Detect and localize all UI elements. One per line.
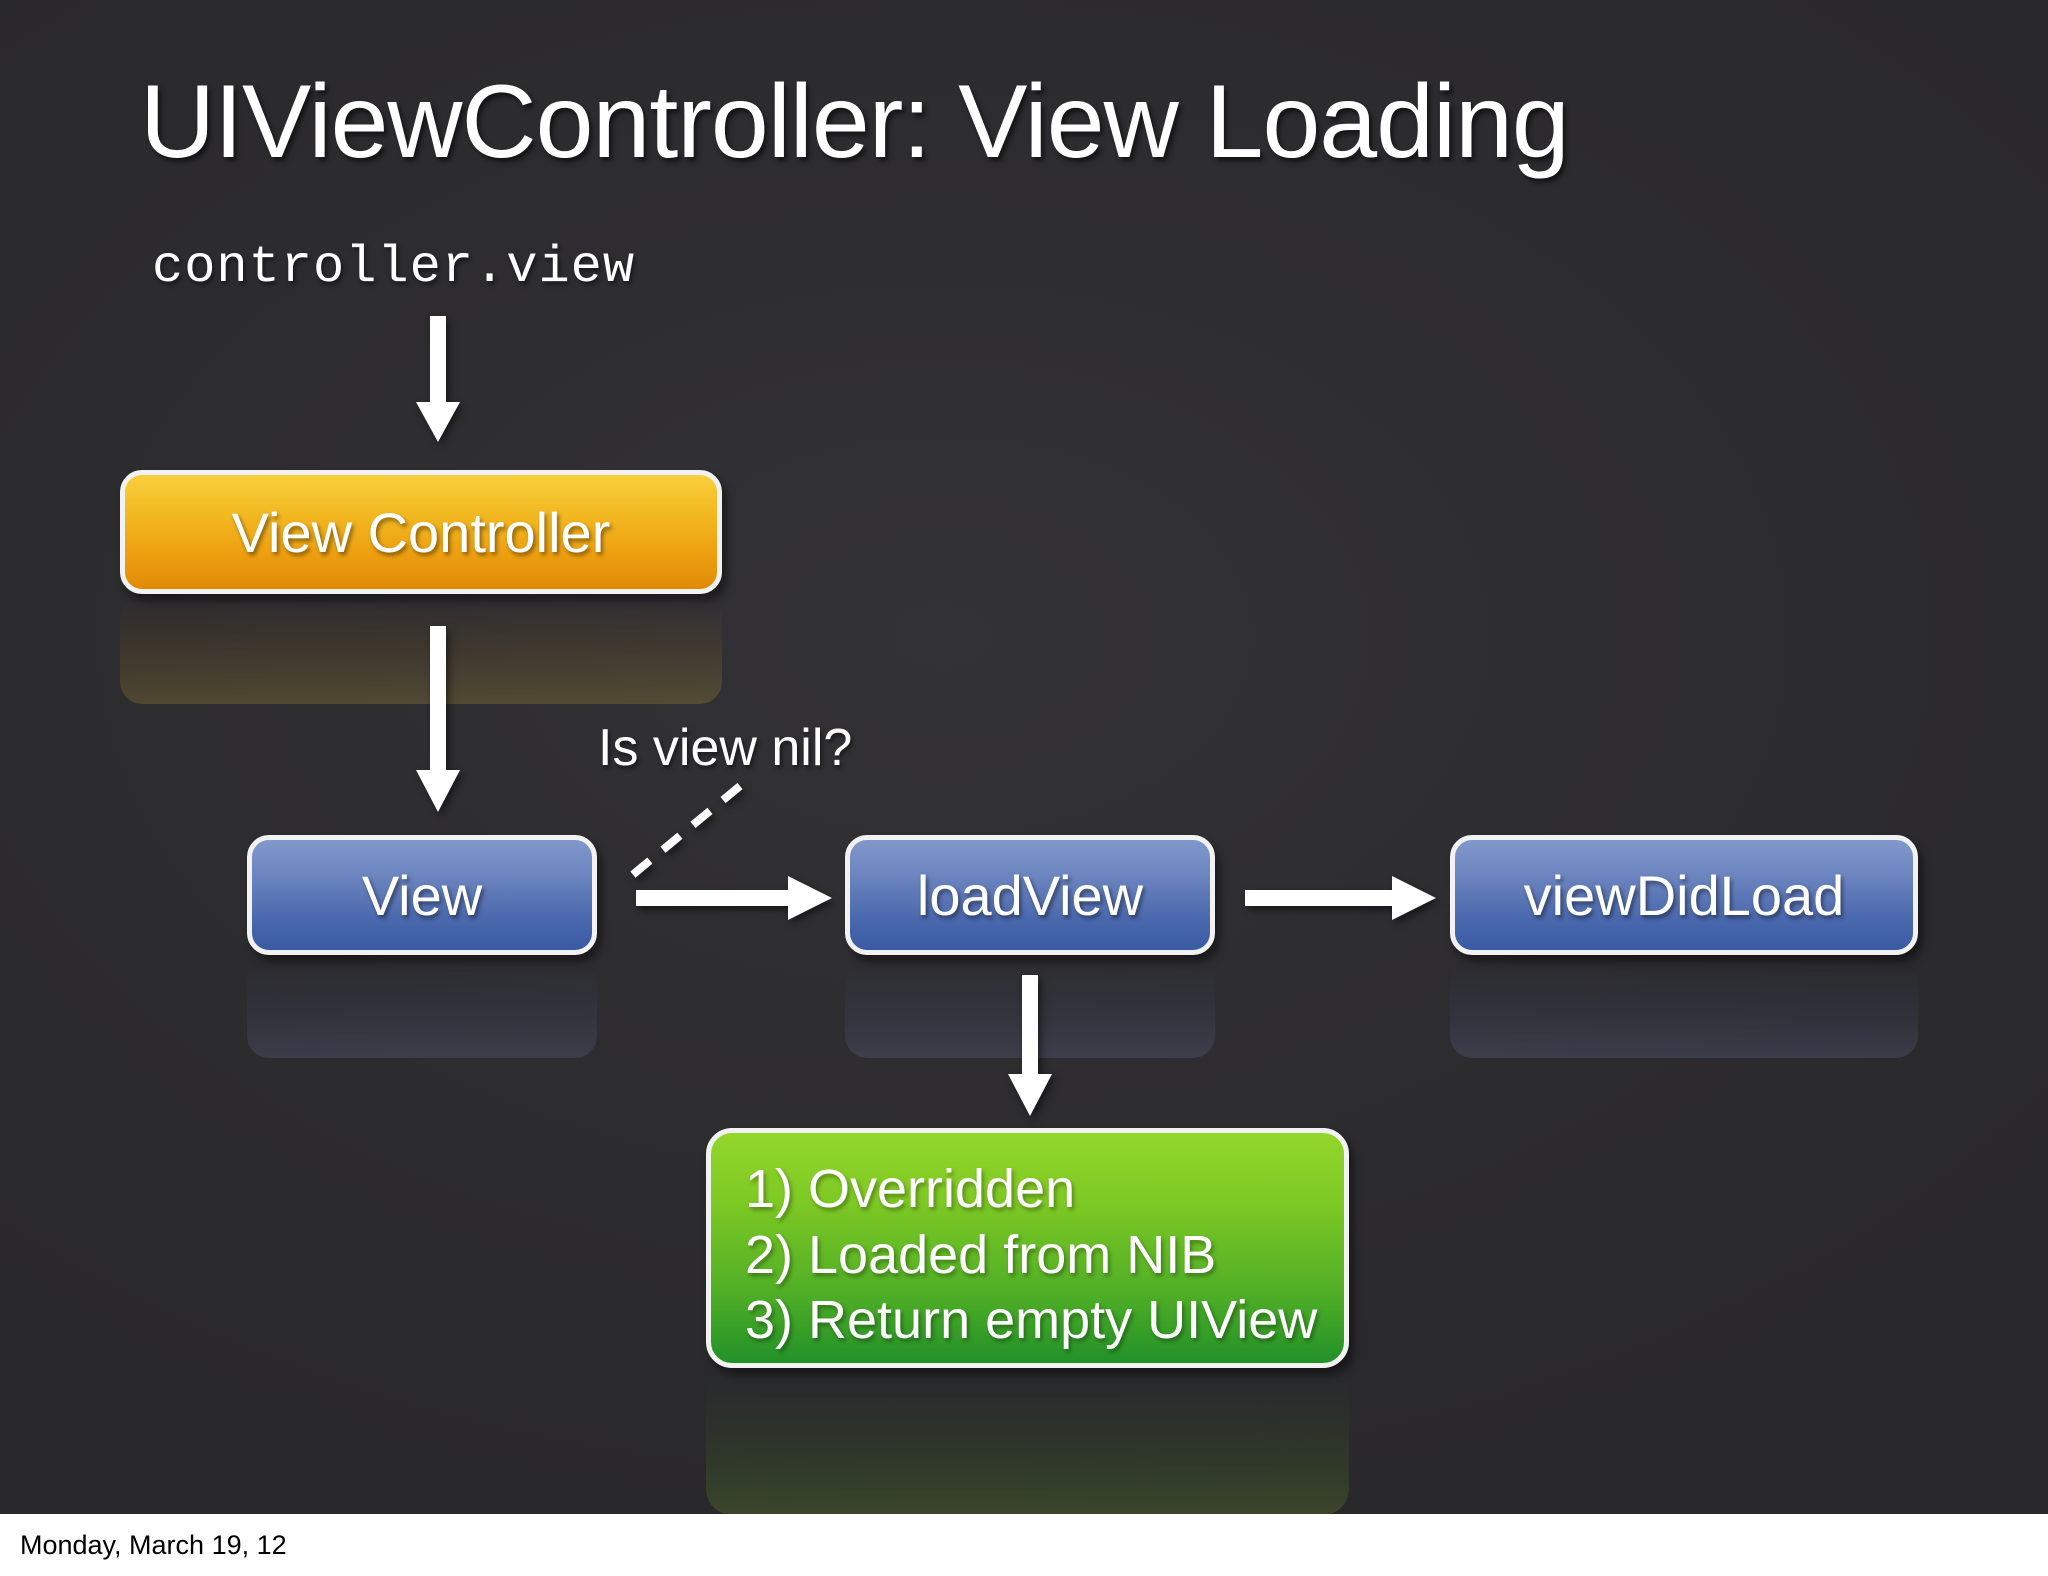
- dashed-leader-line: [614, 778, 754, 890]
- reflection-load-view: [845, 958, 1215, 1058]
- reflection-view: [247, 958, 597, 1058]
- arrow-view-to-loadview: [636, 868, 836, 928]
- footer-date: Monday, March 19, 12: [20, 1530, 287, 1560]
- slide-stage: UIViewController: View Loading controlle…: [0, 0, 2048, 1514]
- slide-footer: Monday, March 19, 12: [0, 1514, 2048, 1576]
- arrow-controllerview-to-viewcontroller: [408, 316, 468, 446]
- annotation-is-view-nil: Is view nil?: [598, 719, 853, 777]
- reflection-view-controller: [120, 596, 722, 704]
- reflection-load-view-options: [706, 1370, 1349, 1514]
- node-view-label: View: [361, 863, 483, 927]
- node-view-controller-label: View Controller: [231, 500, 611, 564]
- arrow-viewcontroller-to-view: [408, 626, 468, 816]
- load-view-options-list: 1) Overridden 2) Loaded from NIB 3) Retu…: [745, 1159, 1317, 1352]
- node-view-did-load[interactable]: viewDidLoad: [1450, 835, 1918, 955]
- list-item: 2) Loaded from NIB: [745, 1224, 1217, 1285]
- node-load-view-options[interactable]: 1) Overridden 2) Loaded from NIB 3) Retu…: [706, 1128, 1349, 1368]
- node-view-did-load-label: viewDidLoad: [1523, 863, 1845, 927]
- node-load-view-label: loadView: [916, 863, 1144, 927]
- arrow-loadview-to-options: [1000, 975, 1060, 1120]
- list-item: 3) Return empty UIView: [745, 1290, 1318, 1351]
- node-view[interactable]: View: [247, 835, 597, 955]
- arrow-loadview-to-viewdidload: [1245, 868, 1440, 928]
- list-item: 1) Overridden: [745, 1159, 1076, 1219]
- page-title: UIViewController: View Loading: [140, 64, 1570, 180]
- code-label-controller-view: controller.view: [152, 238, 636, 297]
- node-view-controller[interactable]: View Controller: [120, 470, 722, 594]
- node-load-view[interactable]: loadView: [845, 835, 1215, 955]
- reflection-view-did-load: [1450, 958, 1918, 1058]
